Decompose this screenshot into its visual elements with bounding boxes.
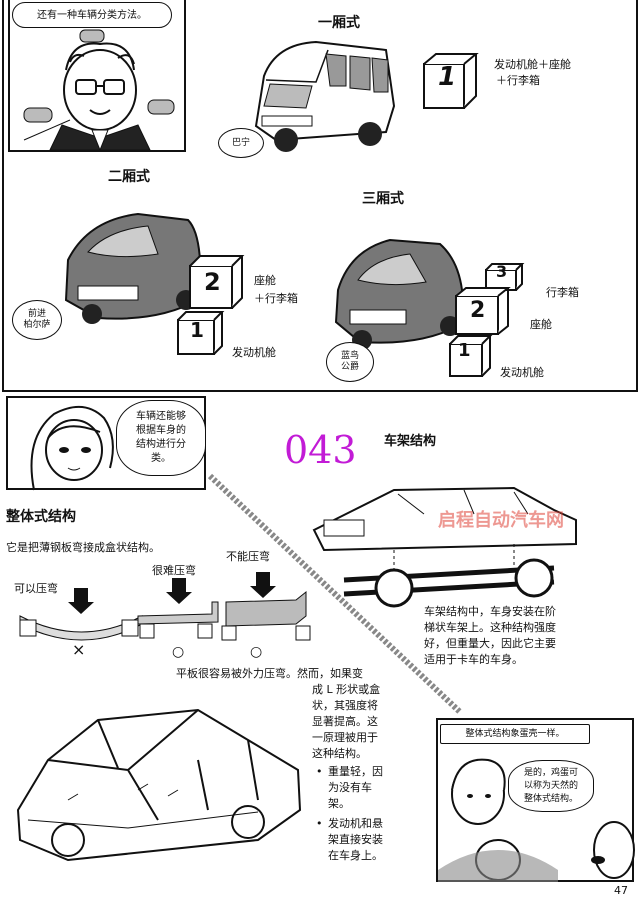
monocoque-para-line3: 状，其强度将: [312, 699, 378, 712]
box-1-three-box: [449, 335, 493, 377]
frame-section-title: 车架结构: [384, 434, 437, 449]
monocoque-para-line6: 这种结构。: [312, 747, 367, 760]
car-name-bubble-hatchback: 前进 柏尔萨: [12, 300, 62, 340]
mark-circle-2: ○: [250, 644, 263, 660]
egg-speech-bubble: 是的，鸡蛋可 以称为天然的 整体式结构。: [508, 760, 594, 812]
mark-circle-1: ○: [172, 644, 185, 660]
car-name-bubble-sedan: 蓝鸟 公爵: [326, 342, 374, 382]
egg-scene-illustration: [438, 758, 635, 882]
bullet2-line2: 架直接安装: [328, 833, 383, 846]
box-number-two-box-2: 2: [204, 268, 221, 296]
one-box-desc-line1: 发动机舱＋座舱: [494, 58, 571, 71]
car-name-hatchback-line1: 前进: [27, 309, 46, 319]
speech-classify-line4: 类。: [151, 453, 171, 464]
frame-desc-line2: 梯状车架上。这种结构强度: [424, 621, 556, 634]
car-name-bubble-van: 巴宁: [218, 128, 264, 158]
speech-intro-text: 还有一种车辆分类方法。: [37, 9, 147, 21]
three-box-desc-cabin: 座舱: [530, 318, 552, 331]
bending-demo-illustration: [19, 572, 311, 641]
box-2-two-box: [189, 255, 245, 309]
monocoque-title: 整体式结构: [6, 509, 76, 525]
frame-car-illustration: [312, 486, 577, 608]
frame-desc-line3: 好，但重量大，因此它主要: [424, 637, 556, 650]
label-hard-to-bend: 很难压弯: [152, 564, 196, 577]
box-number-three-box-1: 1: [458, 340, 471, 361]
car-name-sedan-line1: 蓝鸟: [340, 351, 359, 361]
bullet1-line1: 重量轻，因: [328, 765, 383, 778]
two-box-desc-line1: 座舱: [254, 274, 276, 287]
box-number-two-box-1: 1: [190, 318, 204, 342]
page-number: 47: [614, 884, 628, 897]
box-number-three-box-3: 3: [496, 262, 508, 281]
section-number: 043: [284, 428, 357, 472]
speech-classify-line1: 车辆还能够: [136, 411, 186, 422]
speech-bubble-classify: 车辆还能够 根据车身的 结构进行分 类。: [116, 400, 206, 476]
bullet-engine-mount: 发动机和悬 架直接安装 在车身上。: [316, 816, 402, 864]
van-illustration: [254, 40, 396, 152]
watermark-text: 启程自动汽车网: [438, 510, 564, 531]
two-box-desc-line2: ＋行李箱: [254, 292, 298, 305]
box-2-three-box: [455, 287, 511, 335]
hatchback-illustration: [64, 212, 202, 324]
speech-bubble-intro: 还有一种车辆分类方法。: [12, 2, 172, 28]
three-box-desc-trunk: 行李箱: [546, 286, 579, 299]
speech-classify-line3: 结构进行分: [136, 439, 186, 450]
frame-desc-line4: 适用于卡车的车身。: [424, 653, 523, 666]
egg-caption: 整体式结构象蛋壳一样。: [465, 728, 565, 739]
monocoque-para-line5: 一原理被用于: [312, 731, 378, 744]
egg-speech-line1: 是的，鸡蛋可: [523, 767, 578, 778]
bullet-light-weight: 重量轻，因 为没有车 架。: [316, 764, 402, 812]
box-3-three-box: [485, 263, 525, 291]
box-number-three-box-2: 2: [470, 298, 486, 323]
car-name-hatchback-line2: 柏尔萨: [23, 320, 51, 330]
bullet2-line1: 发动机和悬: [328, 817, 383, 830]
one-box-desc-line2: ＋行李箱: [496, 74, 540, 87]
speech-classify-line2: 根据车身的: [136, 425, 186, 436]
bullet2-line3: 在车身上。: [328, 849, 383, 862]
body-shell-illustration: [16, 708, 302, 862]
label-cannot-bend: 不能压弯: [226, 550, 270, 563]
one-box-title: 一厢式: [318, 15, 360, 31]
bullet1-line3: 架。: [328, 797, 350, 810]
woman-illustration: [30, 406, 114, 491]
label-bendable: 可以压弯: [14, 582, 58, 595]
monocoque-subtitle: 它是把薄钢板弯接成盒状结构。: [6, 541, 160, 554]
bullet1-line2: 为没有车: [328, 781, 372, 794]
three-box-title: 三厢式: [362, 191, 404, 207]
car-name-van: 巴宁: [231, 137, 250, 148]
egg-speech-line3: 整体式结构。: [523, 793, 578, 804]
monocoque-para-line4: 显著提高。这: [312, 715, 378, 728]
mark-cross: ×: [72, 640, 86, 659]
frame-description: 车架结构中，车身安装在阶 梯状车架上。这种结构强度 好，但重量大，因此它主要 适…: [424, 604, 556, 668]
monocoque-para-line1: 平板很容易被外力压弯。然而，如果变: [176, 667, 363, 680]
two-box-desc-engine: 发动机舱: [232, 346, 276, 359]
monocoque-paragraph: 成 L 形状或盒 状，其强度将 显著提高。这 一原理被用于 这种结构。 重量轻，…: [312, 682, 402, 864]
diagonal-divider: [207, 473, 463, 715]
egg-caption-box: 整体式结构象蛋壳一样。: [440, 724, 590, 744]
two-box-title: 二厢式: [108, 169, 150, 185]
car-name-sedan-line2: 公爵: [340, 362, 359, 372]
box-1-one-box: [423, 53, 479, 109]
frame-desc-line1: 车架结构中，车身安装在阶: [424, 605, 556, 618]
monocoque-para-line2: 成 L 形状或盒: [312, 683, 381, 696]
professor-illustration: [23, 29, 175, 152]
sedan-illustration: [334, 238, 464, 350]
box-1-two-box: [177, 311, 225, 355]
box-number-one-box: 1: [438, 62, 457, 92]
egg-speech-line2: 以称为天然的: [523, 780, 578, 791]
three-box-desc-engine: 发动机舱: [500, 366, 544, 379]
